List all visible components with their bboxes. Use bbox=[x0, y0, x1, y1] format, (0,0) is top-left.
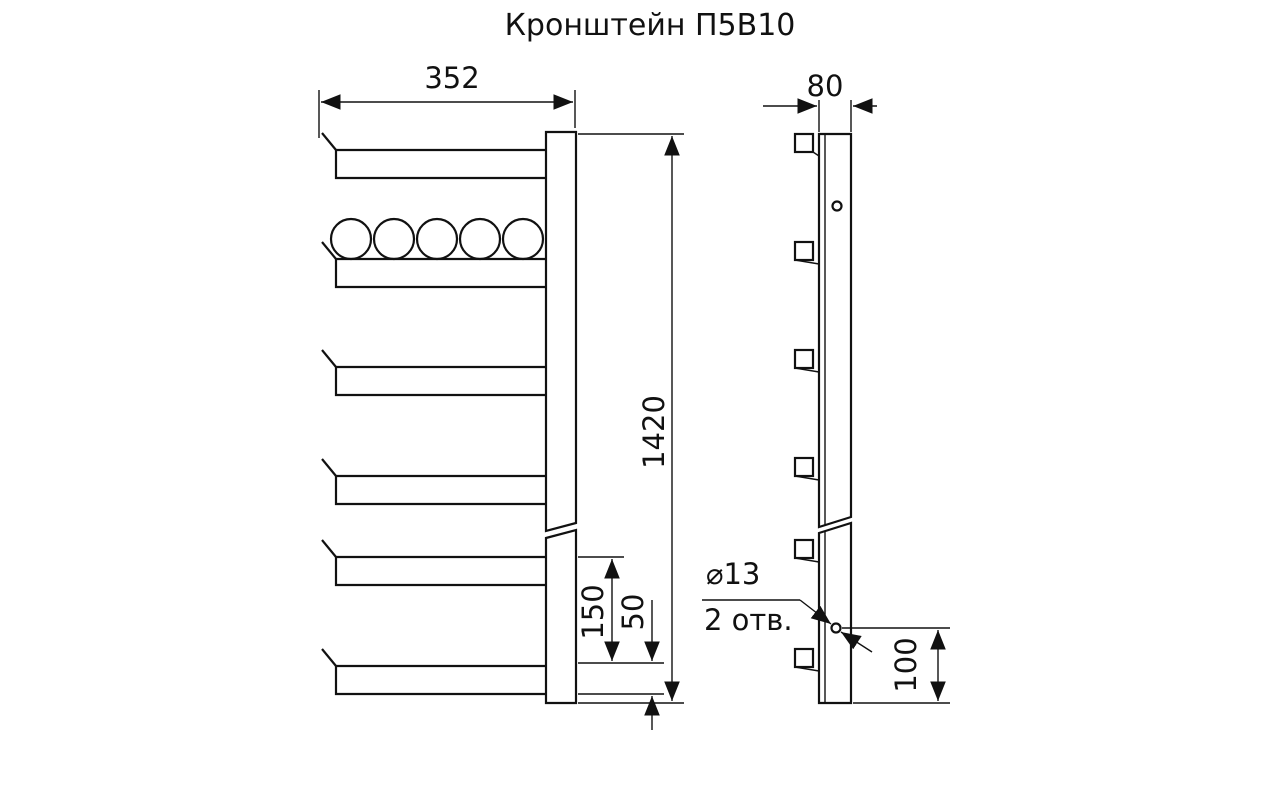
side-hook bbox=[793, 538, 820, 563]
side-view: 80 ⌀13 2 отв. 100 bbox=[702, 69, 950, 705]
side-hook bbox=[793, 647, 820, 672]
pipe-circle bbox=[329, 217, 373, 261]
dimension-spacing-50-label: 50 bbox=[616, 594, 650, 631]
pipe-circle bbox=[458, 217, 502, 261]
dimension-80: 80 bbox=[763, 69, 877, 132]
arm bbox=[321, 132, 546, 180]
pipe-circle bbox=[501, 217, 545, 261]
dimension-depth-label: 80 bbox=[807, 69, 844, 103]
pipes bbox=[329, 217, 545, 261]
hole-count-label: 2 отв. bbox=[704, 603, 793, 637]
front-view: 352 1420 150 50 bbox=[318, 61, 684, 730]
drawing-title: Кронштейн П5В10 bbox=[504, 8, 796, 43]
arm bbox=[321, 241, 546, 289]
dimension-offset-100-label: 100 bbox=[889, 637, 923, 692]
side-hook bbox=[793, 456, 820, 481]
dimension-width-label: 352 bbox=[424, 61, 479, 95]
post-lower bbox=[544, 528, 578, 705]
post-upper bbox=[544, 130, 578, 533]
mounting-hole bbox=[830, 622, 842, 634]
side-body-lower bbox=[817, 521, 853, 705]
dimension-352: 352 bbox=[318, 61, 576, 138]
mounting-hole bbox=[831, 200, 843, 212]
pipe-circle bbox=[372, 217, 416, 261]
dimension-height-label: 1420 bbox=[637, 395, 671, 469]
arm bbox=[321, 539, 546, 587]
dimension-50: 50 bbox=[578, 594, 664, 730]
dimension-spacing-150-label: 150 bbox=[576, 584, 610, 639]
arm bbox=[321, 349, 546, 397]
hole-diameter-label: ⌀13 bbox=[706, 557, 760, 591]
side-hook bbox=[793, 348, 820, 373]
dimension-150: 150 bbox=[576, 556, 664, 664]
side-body-upper bbox=[817, 132, 853, 529]
side-hook bbox=[793, 240, 820, 265]
dimension-100: 100 bbox=[842, 627, 950, 704]
side-hook bbox=[793, 132, 820, 157]
hole-leader: ⌀13 2 отв. bbox=[702, 557, 873, 653]
pipe-circle bbox=[415, 217, 459, 261]
dimension-1420: 1420 bbox=[578, 133, 684, 704]
arm bbox=[321, 648, 546, 696]
arm bbox=[321, 458, 546, 506]
